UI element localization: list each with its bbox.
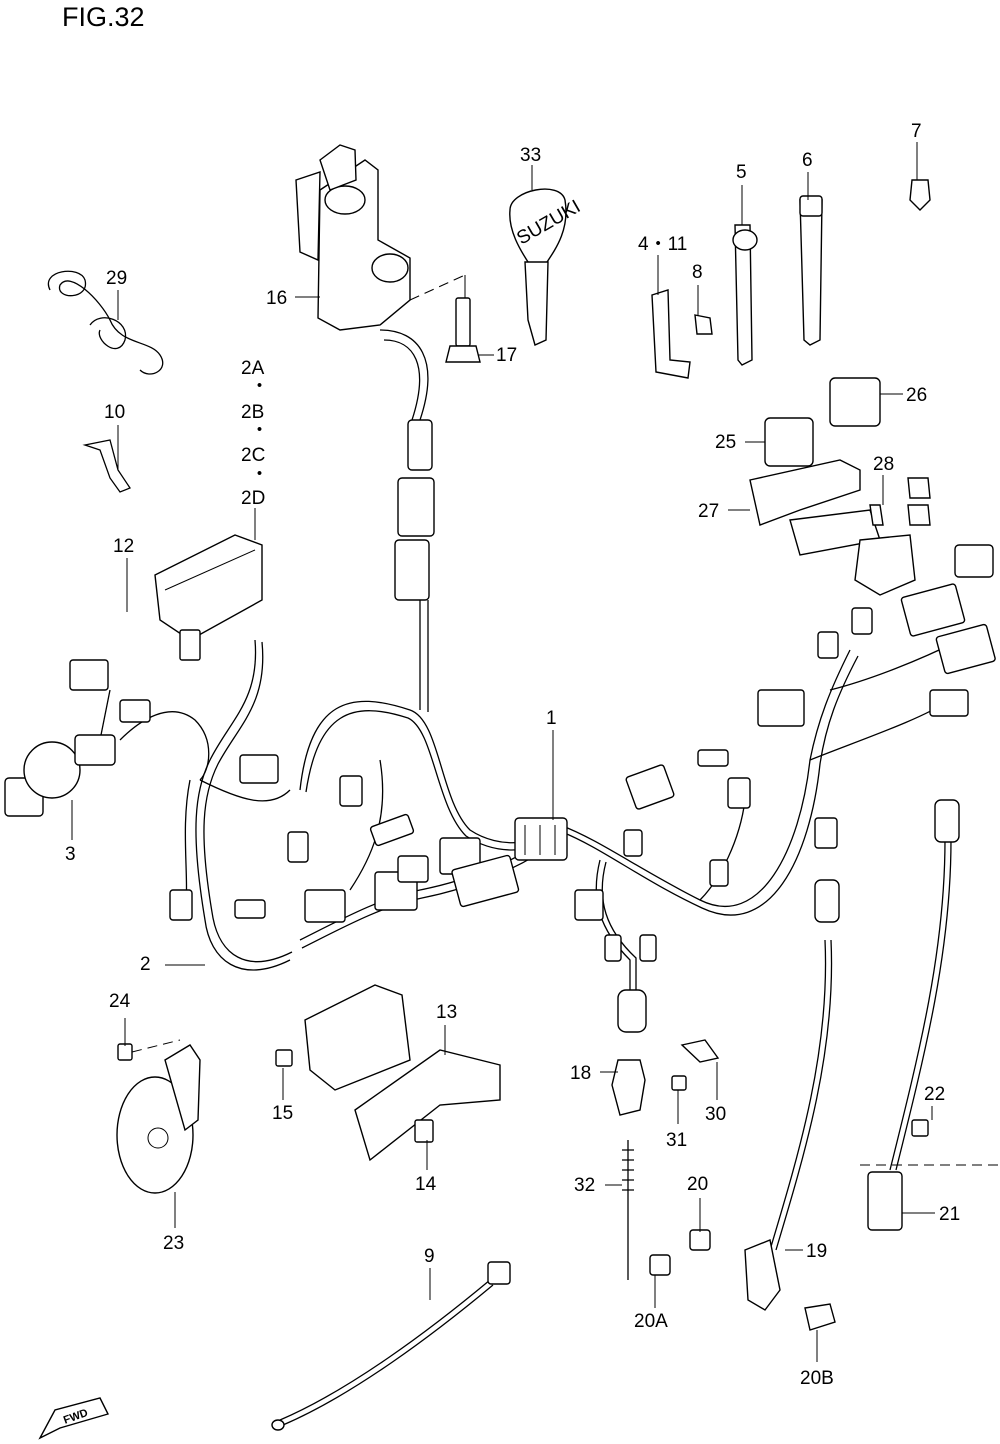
spring-and-clip — [47, 270, 164, 493]
part-label-1: 1 — [546, 708, 557, 729]
main-wiring-harness — [287, 419, 996, 1033]
separator-dot-2b: ・ — [250, 420, 269, 441]
sensors-and-springs — [611, 1039, 720, 1280]
part-label-16: 16 — [266, 288, 287, 309]
fuse-box-and-bracket — [275, 984, 501, 1162]
part-label-18: 18 — [570, 1063, 591, 1084]
part-label-9: 9 — [424, 1246, 435, 1267]
part-label-13: 13 — [436, 1002, 457, 1023]
part-label-27: 27 — [698, 501, 719, 522]
part-label-20a: 20A — [634, 1311, 668, 1332]
part-label-22: 22 — [924, 1084, 945, 1105]
part-labels: 1 2 2A ・ 2B ・ 2C ・ 2D 3 4・11 5 6 7 8 9 1… — [65, 121, 960, 1389]
ground-wire — [271, 1261, 511, 1431]
part-label-5: 5 — [736, 162, 747, 183]
part-label-8: 8 — [692, 262, 703, 283]
part-label-2b: 2B — [241, 402, 264, 423]
relays-and-bracket — [749, 377, 994, 596]
part-label-20: 20 — [687, 1174, 708, 1195]
leader-lines — [71, 142, 935, 1362]
part-label-23: 23 — [163, 1233, 184, 1254]
part-label-30: 30 — [705, 1104, 726, 1125]
part-label-19: 19 — [806, 1241, 827, 1262]
part-label-20b: 20B — [800, 1368, 834, 1389]
part-label-7: 7 — [911, 121, 922, 142]
speed-sensors — [649, 799, 1000, 1331]
bolt-17 — [409, 274, 481, 363]
part-label-25: 25 — [715, 432, 736, 453]
part-label-2c: 2C — [241, 445, 265, 466]
part-label-26: 26 — [906, 385, 927, 406]
separator-dot-2c: ・ — [250, 464, 269, 485]
part-label-2: 2 — [140, 954, 151, 975]
ignition-switch — [295, 144, 429, 421]
sub-wiring-harness — [4, 534, 293, 971]
horn — [116, 1039, 201, 1194]
ignition-key: SUZUKI — [509, 188, 584, 346]
separator-dot-2a: ・ — [250, 376, 269, 397]
part-label-10: 10 — [104, 402, 125, 423]
part-label-17: 17 — [496, 345, 517, 366]
part-label-33: 33 — [520, 145, 541, 166]
part-label-3: 3 — [65, 844, 76, 865]
part-label-14: 14 — [415, 1174, 437, 1195]
part-label-32: 32 — [574, 1175, 595, 1196]
figure-title: FIG.32 — [62, 2, 145, 32]
part-label-28: 28 — [873, 454, 894, 475]
part-label-12: 12 — [113, 536, 134, 557]
part-label-2a: 2A — [241, 358, 265, 379]
part-label-4-11: 4・11 — [638, 234, 687, 255]
fwd-arrow-icon: FWD — [38, 1397, 110, 1440]
part-label-15: 15 — [272, 1103, 293, 1124]
part-label-29: 29 — [106, 268, 127, 289]
part-label-31: 31 — [666, 1130, 687, 1151]
part-label-21: 21 — [939, 1204, 960, 1225]
part-label-6: 6 — [802, 150, 813, 171]
part-label-24: 24 — [109, 991, 131, 1012]
harness-clamps — [651, 179, 931, 379]
part-label-2d: 2D — [241, 488, 265, 509]
